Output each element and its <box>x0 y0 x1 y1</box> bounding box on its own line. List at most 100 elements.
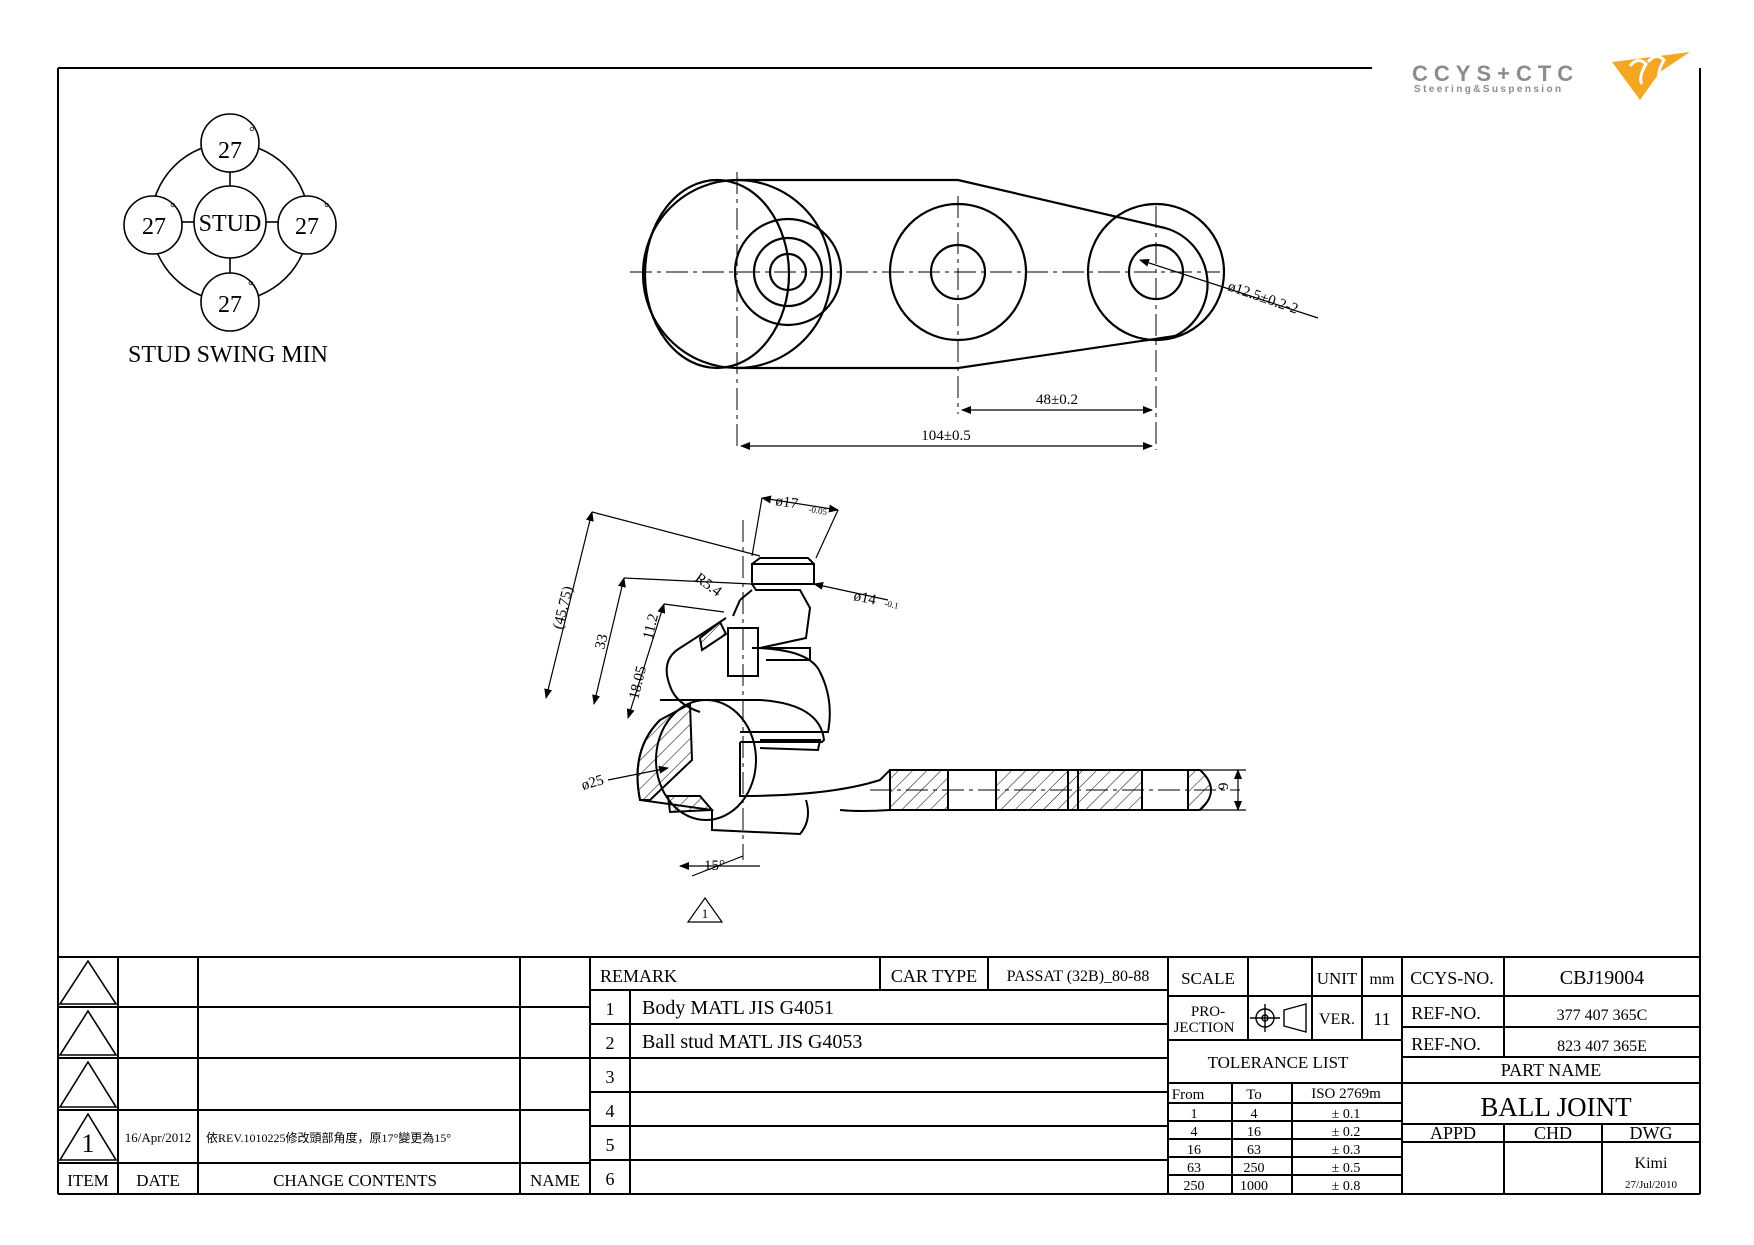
dwg-label: DWG <box>1630 1123 1673 1143</box>
svg-text:°: ° <box>248 279 254 294</box>
side-view-dim-labels: ø17 -0.05 ø14 -0.1 R5.4 (45.75) 33 11.2 … <box>550 493 1232 921</box>
svg-text:16: 16 <box>1187 1143 1201 1158</box>
svg-text:250: 250 <box>1184 1179 1205 1194</box>
tolerance-title: TOLERANCE LIST <box>1208 1053 1349 1072</box>
svg-text:°: ° <box>249 125 255 140</box>
svg-text:ø25: ø25 <box>580 772 606 794</box>
remark-label: REMARK <box>600 966 677 986</box>
remark-item-1: Body MATL JIS G4051 <box>642 997 834 1019</box>
svg-text:1000: 1000 <box>1240 1179 1268 1194</box>
header-item: ITEM <box>67 1171 109 1190</box>
svg-text:PRO-: PRO- <box>1191 1004 1225 1020</box>
drawer-name: Kimi <box>1635 1155 1668 1172</box>
scale-tolerance-block: SCALE UNIT mm PRO- JECTION VER. 11 TOLER… <box>1172 969 1395 1194</box>
stud-swing-diagram <box>123 113 337 332</box>
svg-text:± 0.3: ± 0.3 <box>1332 1143 1361 1158</box>
header-date: DATE <box>136 1171 179 1190</box>
top-view-dimensions <box>740 258 1319 450</box>
svg-text:2: 2 <box>606 1033 615 1053</box>
part-name-label: PART NAME <box>1501 1060 1601 1080</box>
side-view-centerlines <box>742 520 1240 860</box>
remark-item-2: Ball stud MATL JIS G4053 <box>642 1031 862 1053</box>
company-logo: CCYS+CTC Steering&Suspension <box>1412 52 1690 100</box>
svg-text:33: 33 <box>592 633 611 651</box>
unit-label: UNIT <box>1317 969 1358 988</box>
svg-text:ø14: ø14 <box>852 588 878 608</box>
top-view-centerlines <box>630 172 1220 450</box>
svg-text:3: 3 <box>606 1067 615 1087</box>
part-name-value: BALL JOINT <box>1480 1092 1632 1122</box>
svg-text:ISO 2769m: ISO 2769m <box>1311 1086 1381 1102</box>
ccys-no-value: CBJ19004 <box>1560 967 1644 989</box>
ver-label: VER. <box>1319 1011 1355 1028</box>
car-type-value: PASSAT (32B)_80-88 <box>1007 968 1150 985</box>
identification-block: CCYS-NO. CBJ19004 REF-NO. 377 407 365C R… <box>1410 967 1677 1191</box>
svg-text:4: 4 <box>1251 1107 1258 1122</box>
scale-label: SCALE <box>1181 969 1235 988</box>
svg-text:-0.1: -0.1 <box>884 598 900 611</box>
swing-right: 27 <box>295 214 319 240</box>
car-type-label: CAR TYPE <box>891 966 977 986</box>
svg-text:1: 1 <box>1191 1107 1198 1122</box>
svg-text:± 0.2: ± 0.2 <box>1332 1125 1361 1140</box>
swing-center: STUD <box>199 211 262 237</box>
svg-text:From: From <box>1172 1087 1205 1103</box>
chd-label: CHD <box>1534 1123 1572 1143</box>
revision-date: 16/Apr/2012 <box>125 1130 191 1145</box>
top-view-dim-labels: 48±0.2 104±0.5 ø12.5±0.2-2 <box>921 279 1300 444</box>
svg-text:4: 4 <box>606 1101 615 1121</box>
svg-text:°: ° <box>170 201 176 216</box>
svg-text:Steering&Suspension: Steering&Suspension <box>1414 84 1564 95</box>
svg-text:ø17: ø17 <box>774 493 799 512</box>
top-view-drawing <box>641 178 1226 370</box>
svg-text:5: 5 <box>606 1135 615 1155</box>
side-view-dimensions <box>544 495 1246 923</box>
ccys-no-label: CCYS-NO. <box>1410 968 1494 988</box>
tolerance-rows: 1 4 ± 0.1 4 16 ± 0.2 16 63 ± 0.3 63 250 … <box>1184 1107 1361 1194</box>
svg-text:R5.4: R5.4 <box>692 570 725 600</box>
draw-date: 27/Jul/2010 <box>1625 1179 1677 1191</box>
svg-text:6: 6 <box>606 1169 615 1189</box>
revision-contents: 依REV.1010225修改頭部角度，原17°變更為15° <box>206 1130 451 1145</box>
svg-text:11.2: 11.2 <box>640 612 662 641</box>
svg-text:ø12.5±0.2-2: ø12.5±0.2-2 <box>1226 279 1300 318</box>
stud-swing-labels: 27 ° 27 ° 27 ° 27 ° STUD STUD SWING MIN <box>128 125 330 368</box>
ref2-label: REF-NO. <box>1411 1034 1481 1054</box>
swing-top: 27 <box>218 138 242 164</box>
remark-table: REMARK CAR TYPE PASSAT (32B)_80-88 1 Bod… <box>600 966 1149 1189</box>
svg-text:18.05: 18.05 <box>626 664 650 701</box>
side-view-drawing <box>636 557 1212 836</box>
svg-text:15°: 15° <box>704 858 725 874</box>
swing-left: 27 <box>142 214 166 240</box>
swing-caption: STUD SWING MIN <box>128 342 328 368</box>
ref1-value: 377 407 365C <box>1557 1007 1648 1024</box>
svg-text:± 0.1: ± 0.1 <box>1332 1107 1361 1122</box>
title-block-lines <box>58 956 1700 1194</box>
svg-text:± 0.5: ± 0.5 <box>1332 1161 1361 1176</box>
header-name: NAME <box>530 1171 580 1190</box>
svg-text:104±0.5: 104±0.5 <box>921 428 970 444</box>
svg-text:9: 9 <box>1216 783 1232 791</box>
revision-table: 1 16/Apr/2012 依REV.1010225修改頭部角度，原17°變更為… <box>67 1129 580 1190</box>
projection-symbol-icon <box>1250 1003 1307 1033</box>
revision-triangles <box>58 959 118 1161</box>
swing-bottom: 27 <box>218 292 242 318</box>
svg-text:4: 4 <box>1191 1125 1198 1140</box>
svg-text:(45.75): (45.75) <box>550 585 576 631</box>
svg-text:To: To <box>1246 1087 1262 1103</box>
svg-text:± 0.8: ± 0.8 <box>1332 1179 1361 1194</box>
svg-text:16: 16 <box>1247 1125 1261 1140</box>
svg-text:1: 1 <box>606 999 615 1019</box>
ref2-value: 823 407 365E <box>1557 1038 1647 1055</box>
svg-text:63: 63 <box>1187 1161 1201 1176</box>
svg-text:250: 250 <box>1244 1161 1265 1176</box>
svg-text:JECTION: JECTION <box>1174 1020 1235 1036</box>
svg-text:1: 1 <box>702 906 709 921</box>
svg-text:63: 63 <box>1247 1143 1261 1158</box>
header-contents: CHANGE CONTENTS <box>273 1171 437 1190</box>
ver-value: 11 <box>1373 1009 1390 1029</box>
appd-label: APPD <box>1430 1123 1476 1143</box>
svg-text:CCYS+CTC: CCYS+CTC <box>1412 61 1579 86</box>
svg-text:48±0.2: 48±0.2 <box>1036 392 1078 408</box>
